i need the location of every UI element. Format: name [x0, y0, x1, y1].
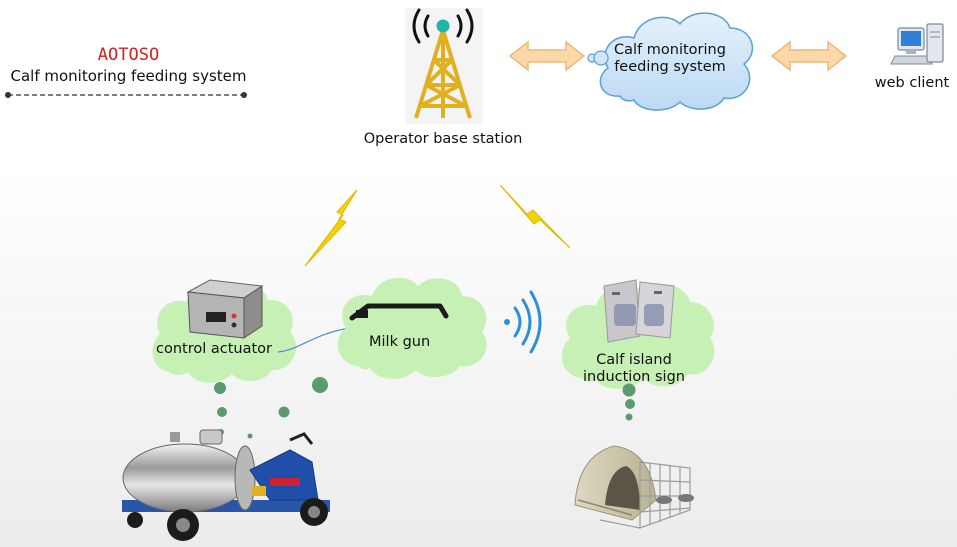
milk-tank-tricycle-icon: [122, 429, 330, 541]
calf-island-label-line1: Calf island: [596, 352, 672, 368]
milk-gun-icon: [349, 303, 449, 321]
milk-gun-label: Milk gun: [369, 334, 431, 350]
calf-island-label: Calf island induction sign: [574, 352, 694, 386]
base-station-label: Operator base station: [363, 131, 523, 147]
header-divider: [5, 92, 247, 98]
calf-hutch-icon: [574, 445, 694, 529]
double-arrow-right: [770, 40, 848, 72]
milk-gun-cloud: [337, 277, 487, 379]
system-cloud-icon: [587, 12, 754, 111]
wifi-signal-icon: [504, 290, 542, 354]
control-actuator-icon: [186, 279, 264, 339]
lightning-bolt-icon: [304, 189, 358, 267]
web-client-label: web client: [874, 75, 950, 91]
web-client-computer-icon: [890, 23, 944, 65]
base-station-tower-icon: [405, 8, 483, 124]
header-title: Calf monitoring feeding system: [10, 67, 247, 85]
control-actuator-label: control actuator: [156, 341, 273, 357]
system-cloud-label: Calf monitoring feeding system: [610, 42, 730, 76]
induction-tag-icon: [603, 279, 675, 343]
calf-island-label-line2: induction sign: [583, 369, 685, 385]
system-cloud-label-line1: Calf monitoring: [614, 42, 726, 58]
double-arrow-left: [508, 40, 586, 72]
thought-dots: [622, 383, 636, 421]
lightning-bolt-icon: [499, 184, 571, 249]
brand-logo-text: AOTOSO: [97, 45, 160, 65]
actuator-to-gun-connector: [277, 327, 351, 353]
thought-dots: [214, 377, 328, 439]
system-cloud-label-line2: feeding system: [614, 59, 726, 75]
